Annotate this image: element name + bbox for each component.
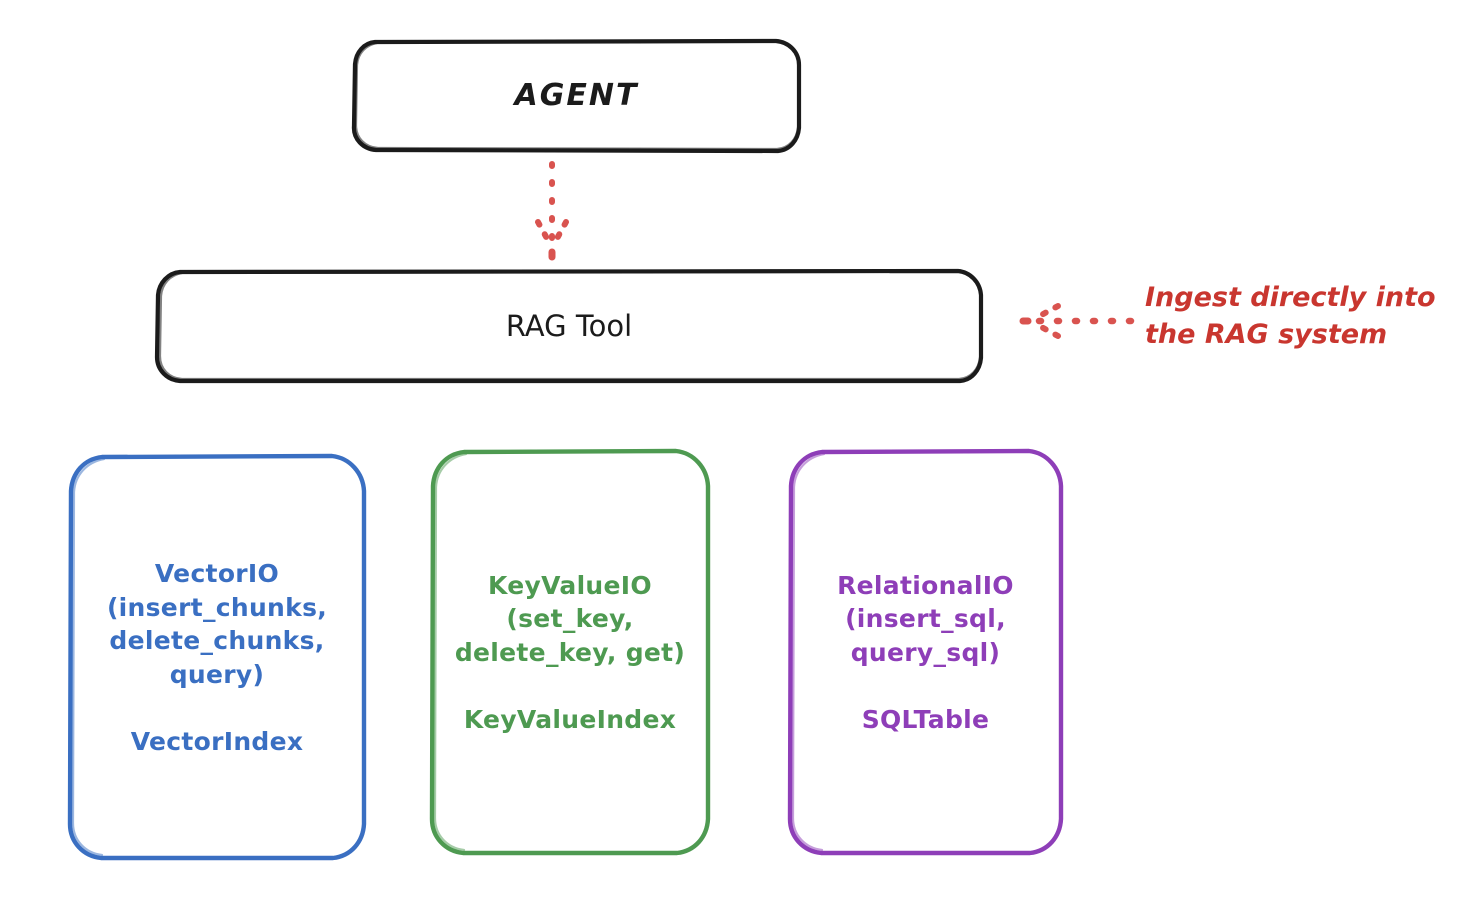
relational-io-node[interactable]: RelationalIO (insert_sql, query_sql) SQL… (787, 448, 1064, 856)
agent-node-label: AGENT (514, 77, 639, 113)
rag-tool-node-label: RAG Tool (505, 309, 633, 344)
key-value-io-node-label: KeyValueIO (set_key, delete_key, get) Ke… (454, 570, 686, 734)
relational-io-node-label: RelationalIO (insert_sql, query_sql) SQL… (837, 570, 1014, 734)
rag-tool-node[interactable]: RAG Tool (154, 268, 984, 384)
ingest-arrow (1019, 303, 1135, 339)
key-value-io-node[interactable]: KeyValueIO (set_key, delete_key, get) Ke… (429, 448, 711, 856)
ingest-annotation-text: Ingest directly into the RAG system (1145, 282, 1436, 350)
agent-to-rag-tool-arrow (535, 161, 569, 261)
agent-node[interactable]: AGENT (351, 38, 802, 154)
vector-io-node[interactable]: VectorIO (insert_chunks, delete_chunks, … (67, 453, 367, 861)
vector-io-node-label: VectorIO (insert_chunks, delete_chunks, … (106, 559, 328, 756)
